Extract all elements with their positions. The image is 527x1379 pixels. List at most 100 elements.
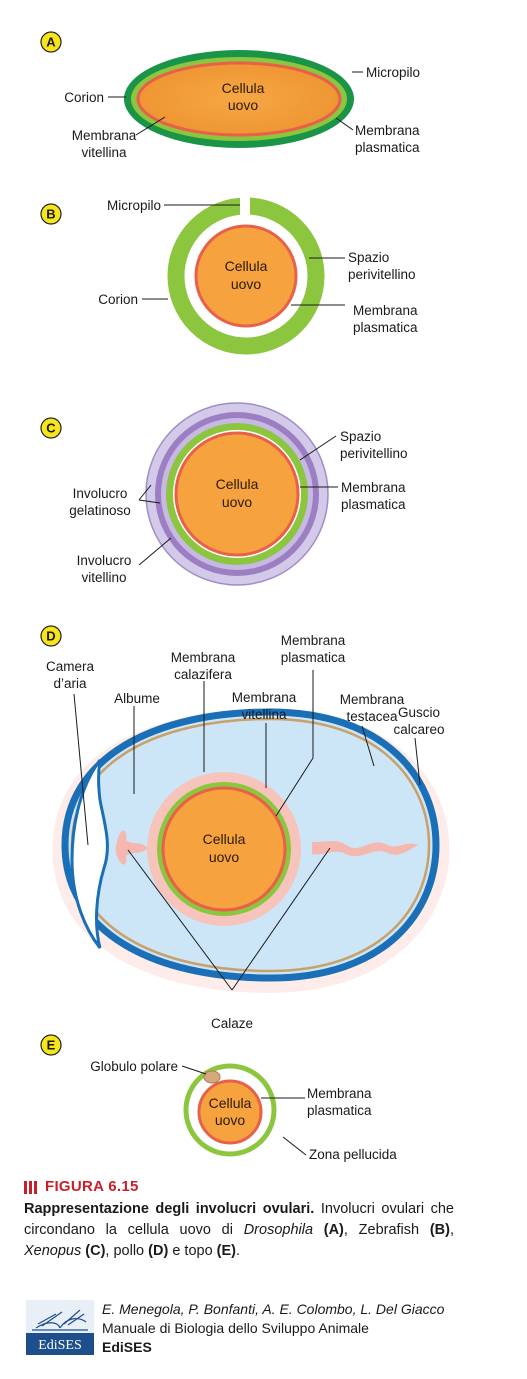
- svg-text:Cellula: Cellula: [209, 1095, 252, 1111]
- ref-a: (A): [313, 1222, 344, 1238]
- label-involucro-gelatinoso-2: gelatinoso: [69, 503, 131, 518]
- label-membrana-plasmatica-1: Membrana: [307, 1086, 372, 1101]
- badge-e: E: [40, 1034, 62, 1056]
- ref-b: (B): [429, 1222, 450, 1238]
- svg-text:Cellula: Cellula: [222, 80, 265, 96]
- caption-part: , Zebrafish: [343, 1222, 430, 1238]
- badge-a: A: [40, 31, 62, 53]
- authors: E. Menegola, P. Bonfanti, A. E. Colombo,…: [102, 1301, 445, 1317]
- label-membrana-vitellina-1: Membrana: [232, 690, 297, 705]
- cellula-uovo: [136, 61, 342, 137]
- panel-e: E Cellula uovo Globulo polare Membrana p…: [40, 1034, 397, 1162]
- panel-d: D Cellula uovo Camera d’aria: [40, 625, 450, 1031]
- badge-c: C: [40, 417, 62, 439]
- label-guscio-calcareo-2: calcareo: [393, 722, 444, 737]
- figure-bars-icon: [24, 1178, 39, 1195]
- svg-text:uovo: uovo: [222, 494, 253, 510]
- panel-b: B Cellula uovo Micropilo Corion Spazio p…: [40, 196, 418, 355]
- edises-logo: EdiSES: [26, 1300, 94, 1355]
- label-corion: Corion: [98, 292, 138, 307]
- svg-text:A: A: [46, 35, 56, 50]
- label-albume: Albume: [114, 691, 160, 706]
- globulo-polare: [203, 1070, 221, 1084]
- calaza-left: [115, 830, 148, 865]
- label-globulo-polare: Globulo polare: [90, 1059, 178, 1074]
- panel-a: A Cellula uovo Micropilo Corion Membrana…: [40, 31, 420, 160]
- leader-lines-c: [138, 435, 338, 566]
- label-membrana-testacea-2: testacea: [346, 709, 398, 724]
- caption-part: , pollo: [105, 1243, 149, 1259]
- label-camera-aria-2: d’aria: [53, 676, 87, 691]
- label-involucro-vitellino-1: Involucro: [77, 553, 132, 568]
- svg-text:uovo: uovo: [228, 97, 259, 113]
- label-involucro-vitellino-2: vitellino: [81, 570, 126, 585]
- ref-e: (E): [216, 1243, 237, 1259]
- leader-lines-a: [108, 71, 363, 136]
- label-involucro-gelatinoso-1: Involucro: [73, 486, 128, 501]
- micropilo-gap: [340, 64, 352, 75]
- cellula-uovo: [174, 431, 300, 557]
- badge-b: B: [40, 203, 62, 225]
- label-micropilo: Micropilo: [107, 198, 161, 213]
- camera-aria: [70, 759, 109, 949]
- leader-lines-d: [73, 670, 421, 991]
- figure-caption: FIGURA 6.15 Rappresentazione degli invol…: [24, 1178, 454, 1262]
- cellula-uovo: [194, 224, 298, 328]
- svg-text:uovo: uovo: [231, 276, 262, 292]
- svg-text:E: E: [47, 1038, 56, 1053]
- label-spazio-perivitellino-2: perivitellino: [348, 267, 416, 282]
- label-membrana-plasmatica-2: plasmatica: [307, 1103, 372, 1118]
- caption-text: Rappresentazione degli involucri ovulari…: [24, 1199, 454, 1262]
- caption-part: .: [236, 1243, 241, 1259]
- label-calaze: Calaze: [211, 1016, 253, 1031]
- label-camera-aria-1: Camera: [46, 659, 95, 674]
- figure-diagram: A Cellula uovo Micropilo Corion Membrana…: [40, 31, 450, 1162]
- svg-text:Cellula: Cellula: [225, 258, 268, 274]
- species-xenopus: Xenopus: [24, 1243, 82, 1259]
- publisher: EdiSES: [102, 1339, 152, 1355]
- label-membrana-testacea-1: Membrana: [340, 692, 405, 707]
- label-membrana-plasmatica-1: Membrana: [355, 123, 420, 138]
- caption-title: Rappresentazione degli involucri ovulari…: [24, 1201, 315, 1217]
- label-membrana-vitellina-2: vitellina: [241, 707, 287, 722]
- caption-part: ,: [449, 1222, 454, 1238]
- svg-text:B: B: [46, 207, 55, 222]
- badge-d: D: [40, 625, 62, 647]
- label-zona-pellucida: Zona pellucida: [309, 1147, 397, 1162]
- label-spazio-perivitellino-1: Spazio: [340, 429, 381, 444]
- membrana-testacea: [70, 717, 431, 973]
- label-membrana-plasmatica-2: plasmatica: [355, 140, 420, 155]
- label-membrana-calazifera-2: calazifera: [174, 667, 232, 682]
- label-membrana-plasmatica-2: plasmatica: [281, 650, 346, 665]
- figure-heading: FIGURA 6.15: [24, 1178, 454, 1195]
- zona-pellucida: [183, 1063, 277, 1157]
- leader-lines-b: [142, 204, 345, 306]
- svg-text:C: C: [46, 421, 56, 436]
- label-membrana-vitellina-1: Membrana: [72, 128, 137, 143]
- svg-text:Cellula: Cellula: [203, 831, 246, 847]
- svg-text:uovo: uovo: [215, 1112, 246, 1128]
- svg-text:uovo: uovo: [209, 849, 240, 865]
- figure-number: FIGURA 6.15: [45, 1178, 139, 1195]
- caption-part: e topo: [168, 1243, 217, 1259]
- label-membrana-vitellina-2: vitellina: [81, 145, 127, 160]
- label-corion: Corion: [64, 90, 104, 105]
- micropilo-gap: [240, 196, 250, 218]
- calaza-right: [312, 841, 418, 857]
- label-membrana-plasmatica-1: Membrana: [353, 303, 418, 318]
- label-membrana-plasmatica-2: plasmatica: [353, 320, 418, 335]
- ref-d: (D): [148, 1243, 169, 1259]
- leader-lines-e: [181, 1065, 307, 1156]
- svg-text:D: D: [46, 629, 55, 644]
- label-membrana-plasmatica-2: plasmatica: [341, 497, 406, 512]
- svg-text:Cellula: Cellula: [216, 476, 259, 492]
- book-title: Manuale di Biologia dello Sviluppo Anima…: [102, 1320, 369, 1336]
- label-membrana-calazifera-1: Membrana: [171, 650, 236, 665]
- label-guscio-calcareo-1: Guscio: [398, 705, 440, 720]
- label-membrana-plasmatica-1: Membrana: [281, 633, 346, 648]
- label-micropilo: Micropilo: [366, 65, 420, 80]
- caption-part: Involucri ovulari che circondano la cell…: [24, 1201, 454, 1238]
- species-drosophila: Drosophila: [243, 1222, 314, 1238]
- cellula-uovo: [161, 786, 287, 912]
- panel-c: C Cellula uovo Spazio perivitellino Memb…: [40, 402, 408, 586]
